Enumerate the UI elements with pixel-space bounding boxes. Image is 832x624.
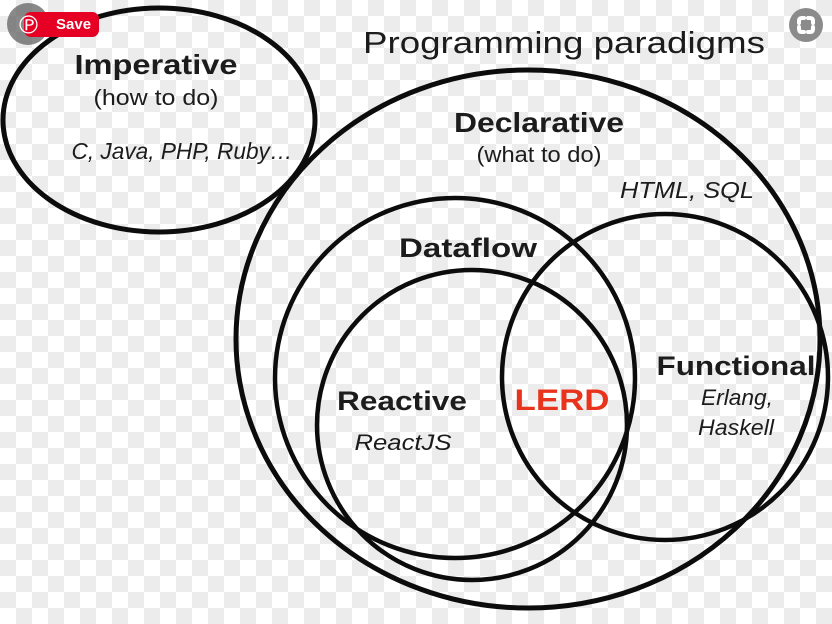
- reactive-circle: [314, 267, 630, 583]
- visual-search-button[interactable]: [789, 8, 823, 42]
- functional-examples-line1: Erlang,: [701, 385, 773, 410]
- functional-examples-line2: Haskell: [698, 415, 775, 440]
- save-button-label: Save: [56, 16, 92, 33]
- functional-label: Functional: [657, 351, 816, 381]
- declarative-examples: HTML, SQL: [620, 177, 754, 203]
- reactive-label: Reactive: [337, 386, 467, 416]
- imperative-sublabel: (how to do): [94, 85, 219, 110]
- imperative-examples: C, Java, PHP, Ruby…: [72, 138, 293, 164]
- reactive-examples: ReactJS: [355, 430, 452, 455]
- declarative-sublabel: (what to do): [477, 142, 602, 167]
- functional-circle: [499, 211, 831, 543]
- intersection-label: LERD: [515, 384, 610, 417]
- dataflow-label: Dataflow: [399, 233, 538, 263]
- pinterest-logo-icon: ℗: [16, 10, 41, 39]
- declarative-circle: [233, 67, 823, 611]
- pinterest-save-button[interactable]: ℗ Save: [16, 12, 99, 37]
- viewfinder-icon: [797, 16, 815, 34]
- dataflow-circle: [272, 195, 638, 561]
- imperative-ellipse: [0, 5, 318, 235]
- imperative-label: Imperative: [75, 49, 238, 80]
- diagram-title: Programming paradigms: [363, 25, 765, 60]
- declarative-label: Declarative: [454, 107, 624, 138]
